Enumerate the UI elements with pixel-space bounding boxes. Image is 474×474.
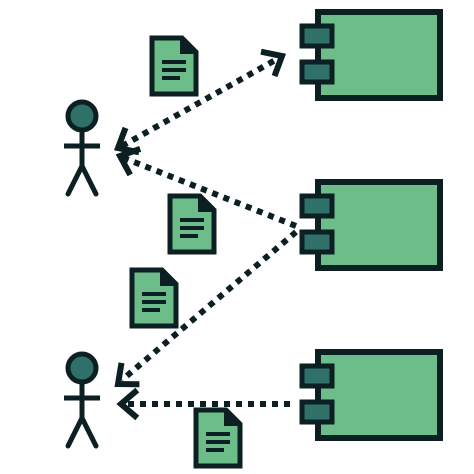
component-icon (302, 12, 440, 98)
component-icon (302, 182, 440, 268)
connection-component3-actor2 (121, 392, 290, 416)
component-3 (302, 352, 440, 438)
stick-figure-icon (64, 102, 100, 194)
stick-figure-icon (64, 354, 100, 446)
document-icon (132, 270, 176, 326)
document-icon (196, 410, 240, 466)
document-icon (170, 196, 214, 252)
document-1 (152, 38, 196, 94)
document-2 (170, 196, 214, 252)
document-3 (132, 270, 176, 326)
component-2 (302, 182, 440, 268)
component-icon (302, 352, 440, 438)
connection-component2-actor2 (110, 229, 298, 393)
actor-1 (64, 102, 100, 194)
actor-2 (64, 354, 100, 446)
arrowhead-icon (110, 366, 136, 393)
component-1 (302, 12, 440, 98)
connection-actor1-component1 (112, 46, 288, 159)
document-icon (152, 38, 196, 94)
document-4 (196, 410, 240, 466)
arrowhead-icon (264, 46, 288, 74)
